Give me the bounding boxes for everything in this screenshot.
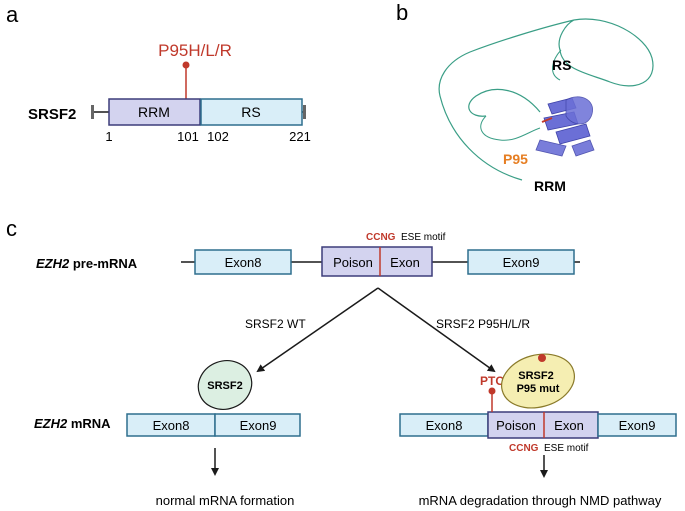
rrm-domain xyxy=(108,98,201,126)
panel-a: a P95H/L/R SRSF2 RRM RS 1 101 102 221 xyxy=(6,2,311,144)
mut-outcome-label: mRNA degradation through NMD pathway xyxy=(419,493,662,508)
rrm-structure xyxy=(535,96,595,157)
wt-mrna-exon9-label: Exon9 xyxy=(240,418,277,433)
position-101: 101 xyxy=(177,129,199,144)
rs-trace-loop xyxy=(552,49,562,81)
ptc-label: PTC xyxy=(480,374,504,388)
rs-structure-label: RS xyxy=(552,57,571,73)
position-1: 1 xyxy=(105,129,112,144)
premrna-poison-label: Poison xyxy=(333,255,373,270)
mut-mrna-exon9 xyxy=(597,413,677,437)
rs-trace-upper xyxy=(438,18,654,181)
mut-mrna-exon-label: Exon xyxy=(554,418,584,433)
wt-mrna-exon9 xyxy=(214,413,301,437)
ptc-dot xyxy=(488,387,496,395)
premrna-exon9-label: Exon9 xyxy=(503,255,540,270)
p95-site-marker xyxy=(541,117,553,123)
panel-a-label: a xyxy=(6,2,19,27)
mut-motif-text: ESE motif xyxy=(544,443,589,454)
mut-mrna-poison-label: Poison xyxy=(496,418,536,433)
rs-domain-label: RS xyxy=(241,104,260,120)
wt-outcome-label: normal mRNA formation xyxy=(156,493,295,508)
premrna-exon9 xyxy=(467,249,575,275)
panel-c-label: c xyxy=(6,216,17,241)
panel-b-label: b xyxy=(396,0,408,25)
srsf2-mut-factor-line2: P95 mut xyxy=(517,383,560,395)
mut-mrna-exon9-label: Exon9 xyxy=(619,418,656,433)
premrna-exon8 xyxy=(194,249,292,275)
premrna-poison-exon xyxy=(321,246,433,277)
panel-c: c EZH2 pre-mRNA Exon8 Poison Exon CCNG E… xyxy=(6,216,677,508)
mutation-label: P95H/L/R xyxy=(158,41,232,60)
arrow-to-wt xyxy=(256,287,379,373)
mut-mrna-exon8-label: Exon8 xyxy=(426,418,463,433)
srsf2-mut-factor xyxy=(501,353,575,409)
protein-label: SRSF2 xyxy=(28,106,76,123)
mrna-label: EZH2 mRNA xyxy=(34,416,111,431)
c-terminus-cap xyxy=(303,105,306,119)
premrna-label: EZH2 pre-mRNA xyxy=(36,256,138,271)
position-102: 102 xyxy=(207,129,229,144)
wt-mrna-exon8-label: Exon8 xyxy=(153,418,190,433)
rrm-structure-label: RRM xyxy=(534,178,566,194)
position-221: 221 xyxy=(289,129,311,144)
panel-b: b RS P95 RRM xyxy=(396,0,654,194)
premrna-exon8-label: Exon8 xyxy=(225,255,262,270)
srsf2-wt-factor-label: SRSF2 xyxy=(207,380,242,392)
mutation-dot xyxy=(182,61,190,69)
arrow-to-mut xyxy=(377,287,496,373)
premrna-motif-text: ESE motif xyxy=(401,232,446,243)
rs-trace-tail xyxy=(480,115,541,141)
rs-domain xyxy=(200,98,303,126)
premrna-exon-label: Exon xyxy=(390,255,420,270)
p95-structure-label: P95 xyxy=(503,151,528,167)
srsf2-mut-site-dot xyxy=(538,354,546,362)
mut-condition-label: SRSF2 P95H/L/R xyxy=(436,317,530,331)
premrna-motif-seq: CCNG xyxy=(366,232,396,243)
srsf2-wt-factor xyxy=(197,360,253,410)
rs-trace-lower xyxy=(468,88,541,117)
rrm-domain-label: RRM xyxy=(138,104,170,120)
mut-motif-seq: CCNG xyxy=(509,443,539,454)
wt-condition-label: SRSF2 WT xyxy=(245,317,306,331)
srsf2-mut-factor-line1: SRSF2 xyxy=(518,370,553,382)
mut-mrna-poison-exon xyxy=(487,411,599,439)
n-terminus-cap xyxy=(91,105,94,119)
